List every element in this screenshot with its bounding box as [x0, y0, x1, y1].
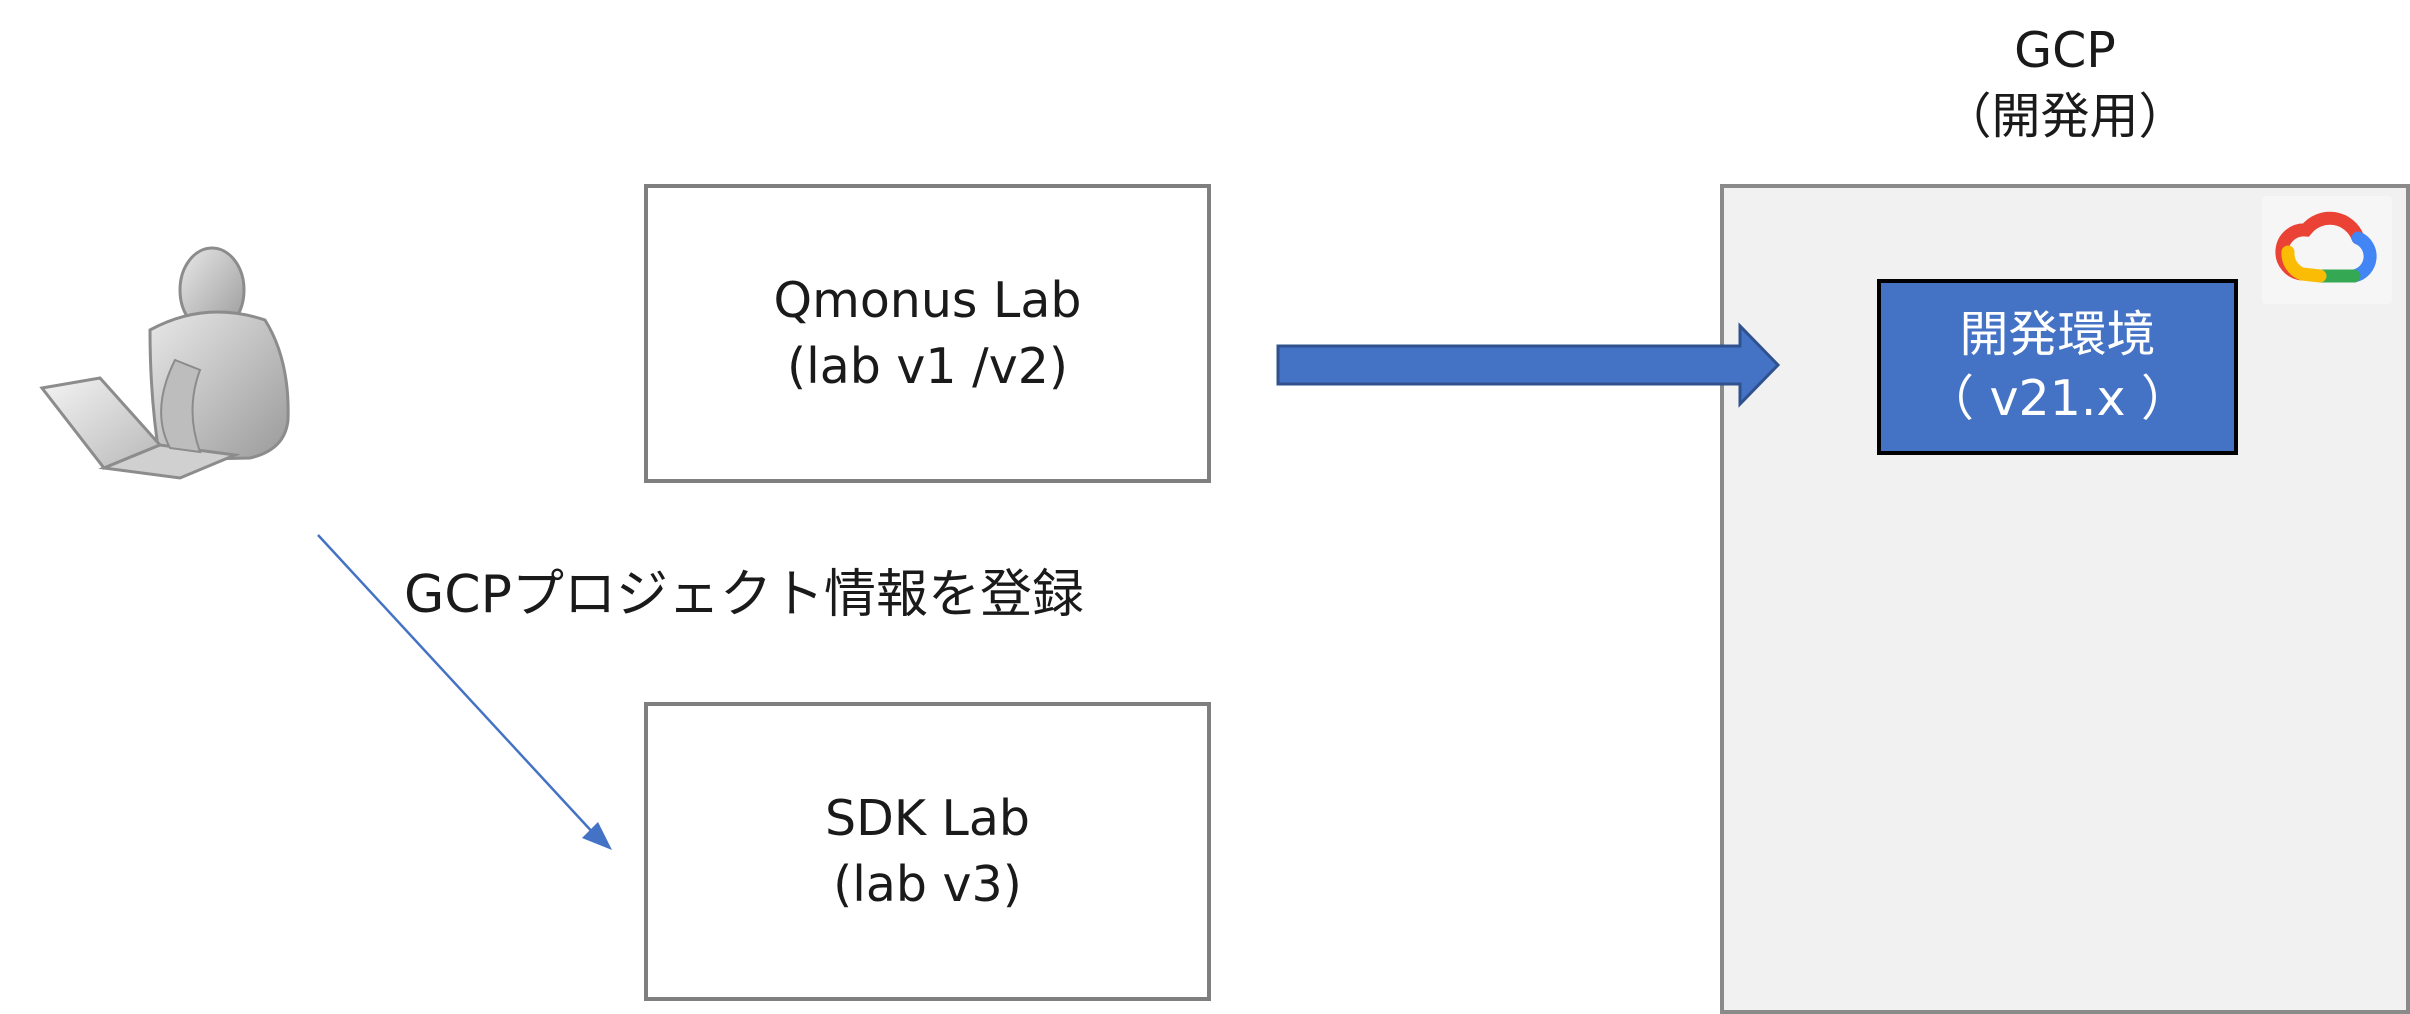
qmonus-lab-title: Qmonus Lab [773, 271, 1082, 329]
sdk-lab-box: SDK Lab (lab v3) [644, 702, 1211, 1001]
qmonus-lab-box: Qmonus Lab (lab v1 /v2) [644, 184, 1211, 483]
qmonus-lab-version: (lab v1 /v2) [787, 337, 1068, 395]
google-cloud-icon [2275, 211, 2377, 283]
user-at-laptop-icon [39, 246, 290, 480]
user-to-sdk-arrow-line [317, 534, 597, 837]
user-to-sdk-arrowhead [582, 822, 612, 850]
dev-env-title: 開発環境 [1959, 306, 2156, 363]
sdk-lab-version: (lab v3) [833, 855, 1022, 913]
dev-environment-box: 開発環境 （ v21.x ） [1877, 279, 2238, 455]
qmonus-to-gcp-arrow [1276, 322, 1781, 408]
register-gcp-project-label: GCPプロジェクト情報を登録 [404, 565, 1084, 625]
gcp-title-line1: GCP [2014, 22, 2116, 79]
gcp-title: GCP （開発用） [1850, 18, 2280, 150]
gcp-logo-container [2262, 196, 2392, 304]
dev-env-version: （ v21.x ） [1924, 370, 2191, 427]
sdk-lab-title: SDK Lab [825, 789, 1030, 847]
gcp-title-line2: （開発用） [1942, 88, 2188, 145]
